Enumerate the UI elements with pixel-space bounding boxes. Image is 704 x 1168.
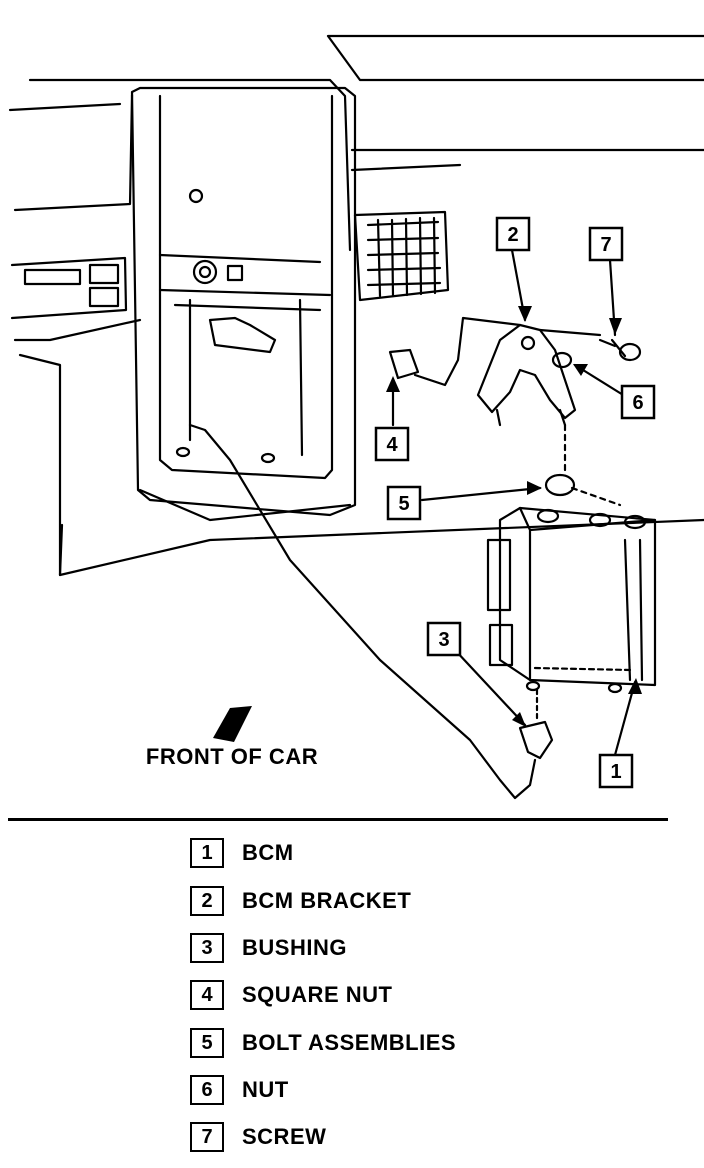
nut-part <box>551 351 573 369</box>
legend-item: 4 SQUARE NUT <box>190 978 392 1012</box>
legend-label: SCREW <box>242 1124 327 1149</box>
bcm-installation-diagram: 2 7 6 4 5 3 1 FRONT OF CAR <box>8 34 704 800</box>
legend-item: 3 BUSHING <box>190 931 347 965</box>
windshield-trim <box>326 34 704 82</box>
svg-text:3: 3 <box>438 629 449 651</box>
legend-number: 4 <box>190 980 224 1010</box>
legend-label: SQUARE NUT <box>242 982 393 1007</box>
svg-text:6: 6 <box>632 392 643 414</box>
callout-7: 7 <box>588 226 624 262</box>
bcm-bracket <box>476 323 577 420</box>
legend-number: 6 <box>190 1075 224 1105</box>
legend-label: BCM BRACKET <box>242 888 412 913</box>
legend-item: 1 BCM <box>190 836 294 870</box>
glove-box-hole <box>188 188 204 204</box>
svg-text:5: 5 <box>398 493 409 515</box>
front-of-car-label: FRONT OF CAR <box>146 744 318 769</box>
svg-text:1: 1 <box>610 761 621 783</box>
legend-label: NUT <box>242 1077 289 1102</box>
callout-1: 1 <box>598 753 634 789</box>
svg-text:7: 7 <box>600 234 611 256</box>
legend-item: 6 NUT <box>190 1073 289 1107</box>
callout-4: 4 <box>374 426 410 462</box>
square-nut-part <box>388 348 420 380</box>
bcm-module <box>498 506 657 687</box>
dashboard-outline <box>8 78 352 252</box>
svg-text:4: 4 <box>386 434 398 456</box>
callout-3: 3 <box>426 621 462 657</box>
legend-label: BUSHING <box>242 935 347 960</box>
legend-label: BCM <box>242 840 294 865</box>
glove-box-opening <box>130 86 357 517</box>
legend-item: 2 BCM BRACKET <box>190 884 411 918</box>
legend-number: 7 <box>190 1122 224 1152</box>
legend-number: 1 <box>190 838 224 868</box>
bushing-part <box>518 720 554 760</box>
legend-number: 2 <box>190 886 224 916</box>
callout-5: 5 <box>386 485 422 521</box>
front-arrow-icon <box>213 706 252 742</box>
legend-number: 5 <box>190 1028 224 1058</box>
legend-divider <box>8 818 668 821</box>
screw-part <box>598 338 627 358</box>
air-vent <box>353 210 450 302</box>
callout-2: 2 <box>495 216 531 252</box>
legend-number: 3 <box>190 933 224 963</box>
svg-text:2: 2 <box>507 224 518 246</box>
legend-item: 5 BOLT ASSEMBLIES <box>190 1026 456 1060</box>
bolt-assembly-part <box>544 473 576 497</box>
legend-label: BOLT ASSEMBLIES <box>242 1030 457 1055</box>
callout-6: 6 <box>620 384 656 420</box>
legend-item: 7 SCREW <box>190 1120 326 1154</box>
